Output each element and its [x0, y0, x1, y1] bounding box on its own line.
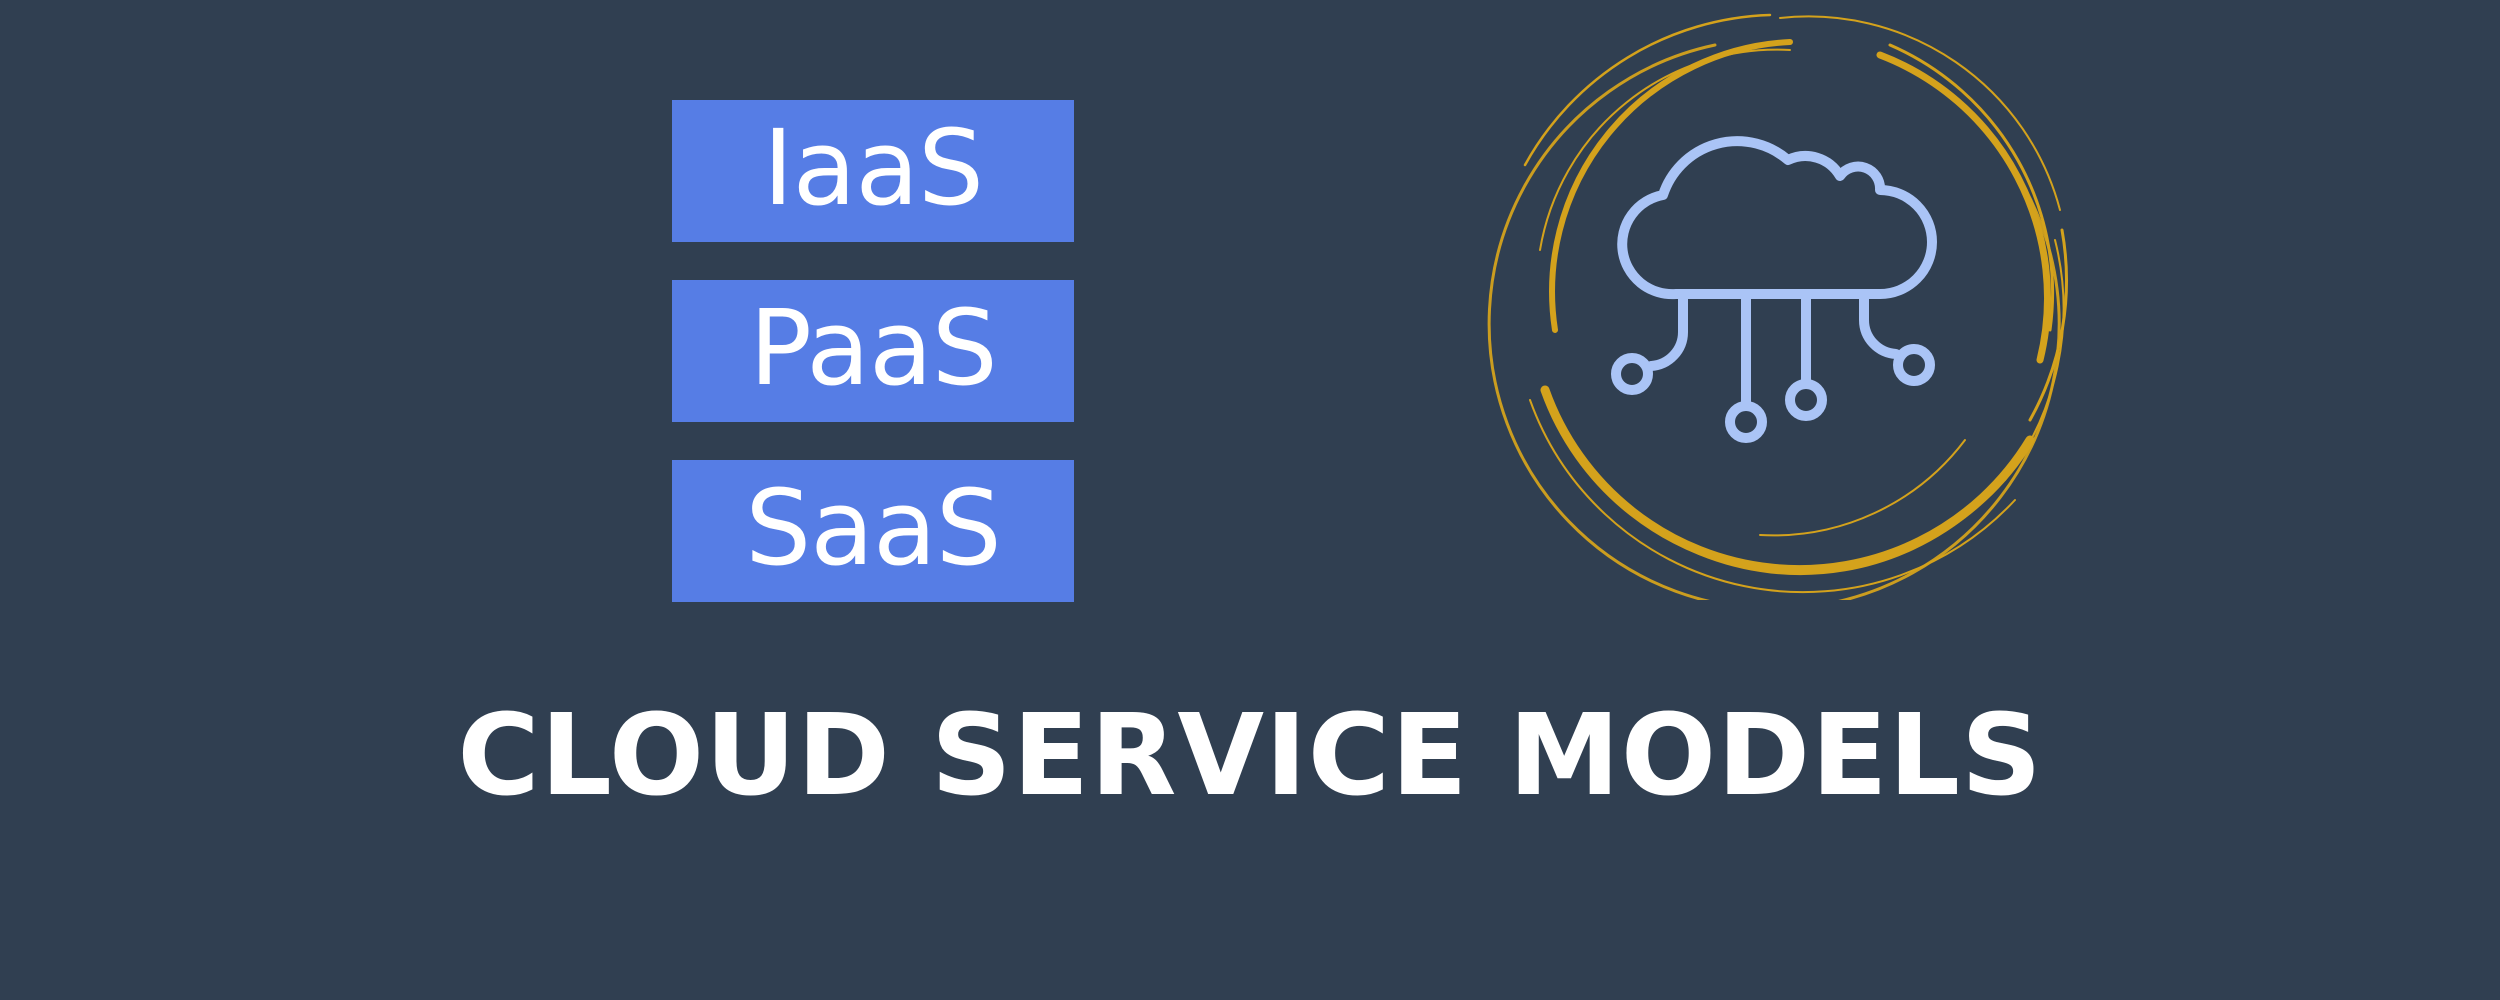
cloud-network-icon	[1611, 136, 1937, 443]
brush-ring-icon	[1487, 13, 2068, 600]
paas-label-box: PaaS	[672, 280, 1074, 422]
saas-label-box: SaaS	[672, 460, 1074, 602]
saas-label: SaaS	[745, 467, 1001, 589]
paas-label: PaaS	[749, 287, 998, 409]
iaas-label-box: IaaS	[672, 100, 1074, 242]
page-title: CLOUD SERVICE MODELS	[457, 691, 2043, 821]
iaas-label: IaaS	[762, 107, 984, 229]
cloud-emblem	[1487, 13, 2068, 600]
